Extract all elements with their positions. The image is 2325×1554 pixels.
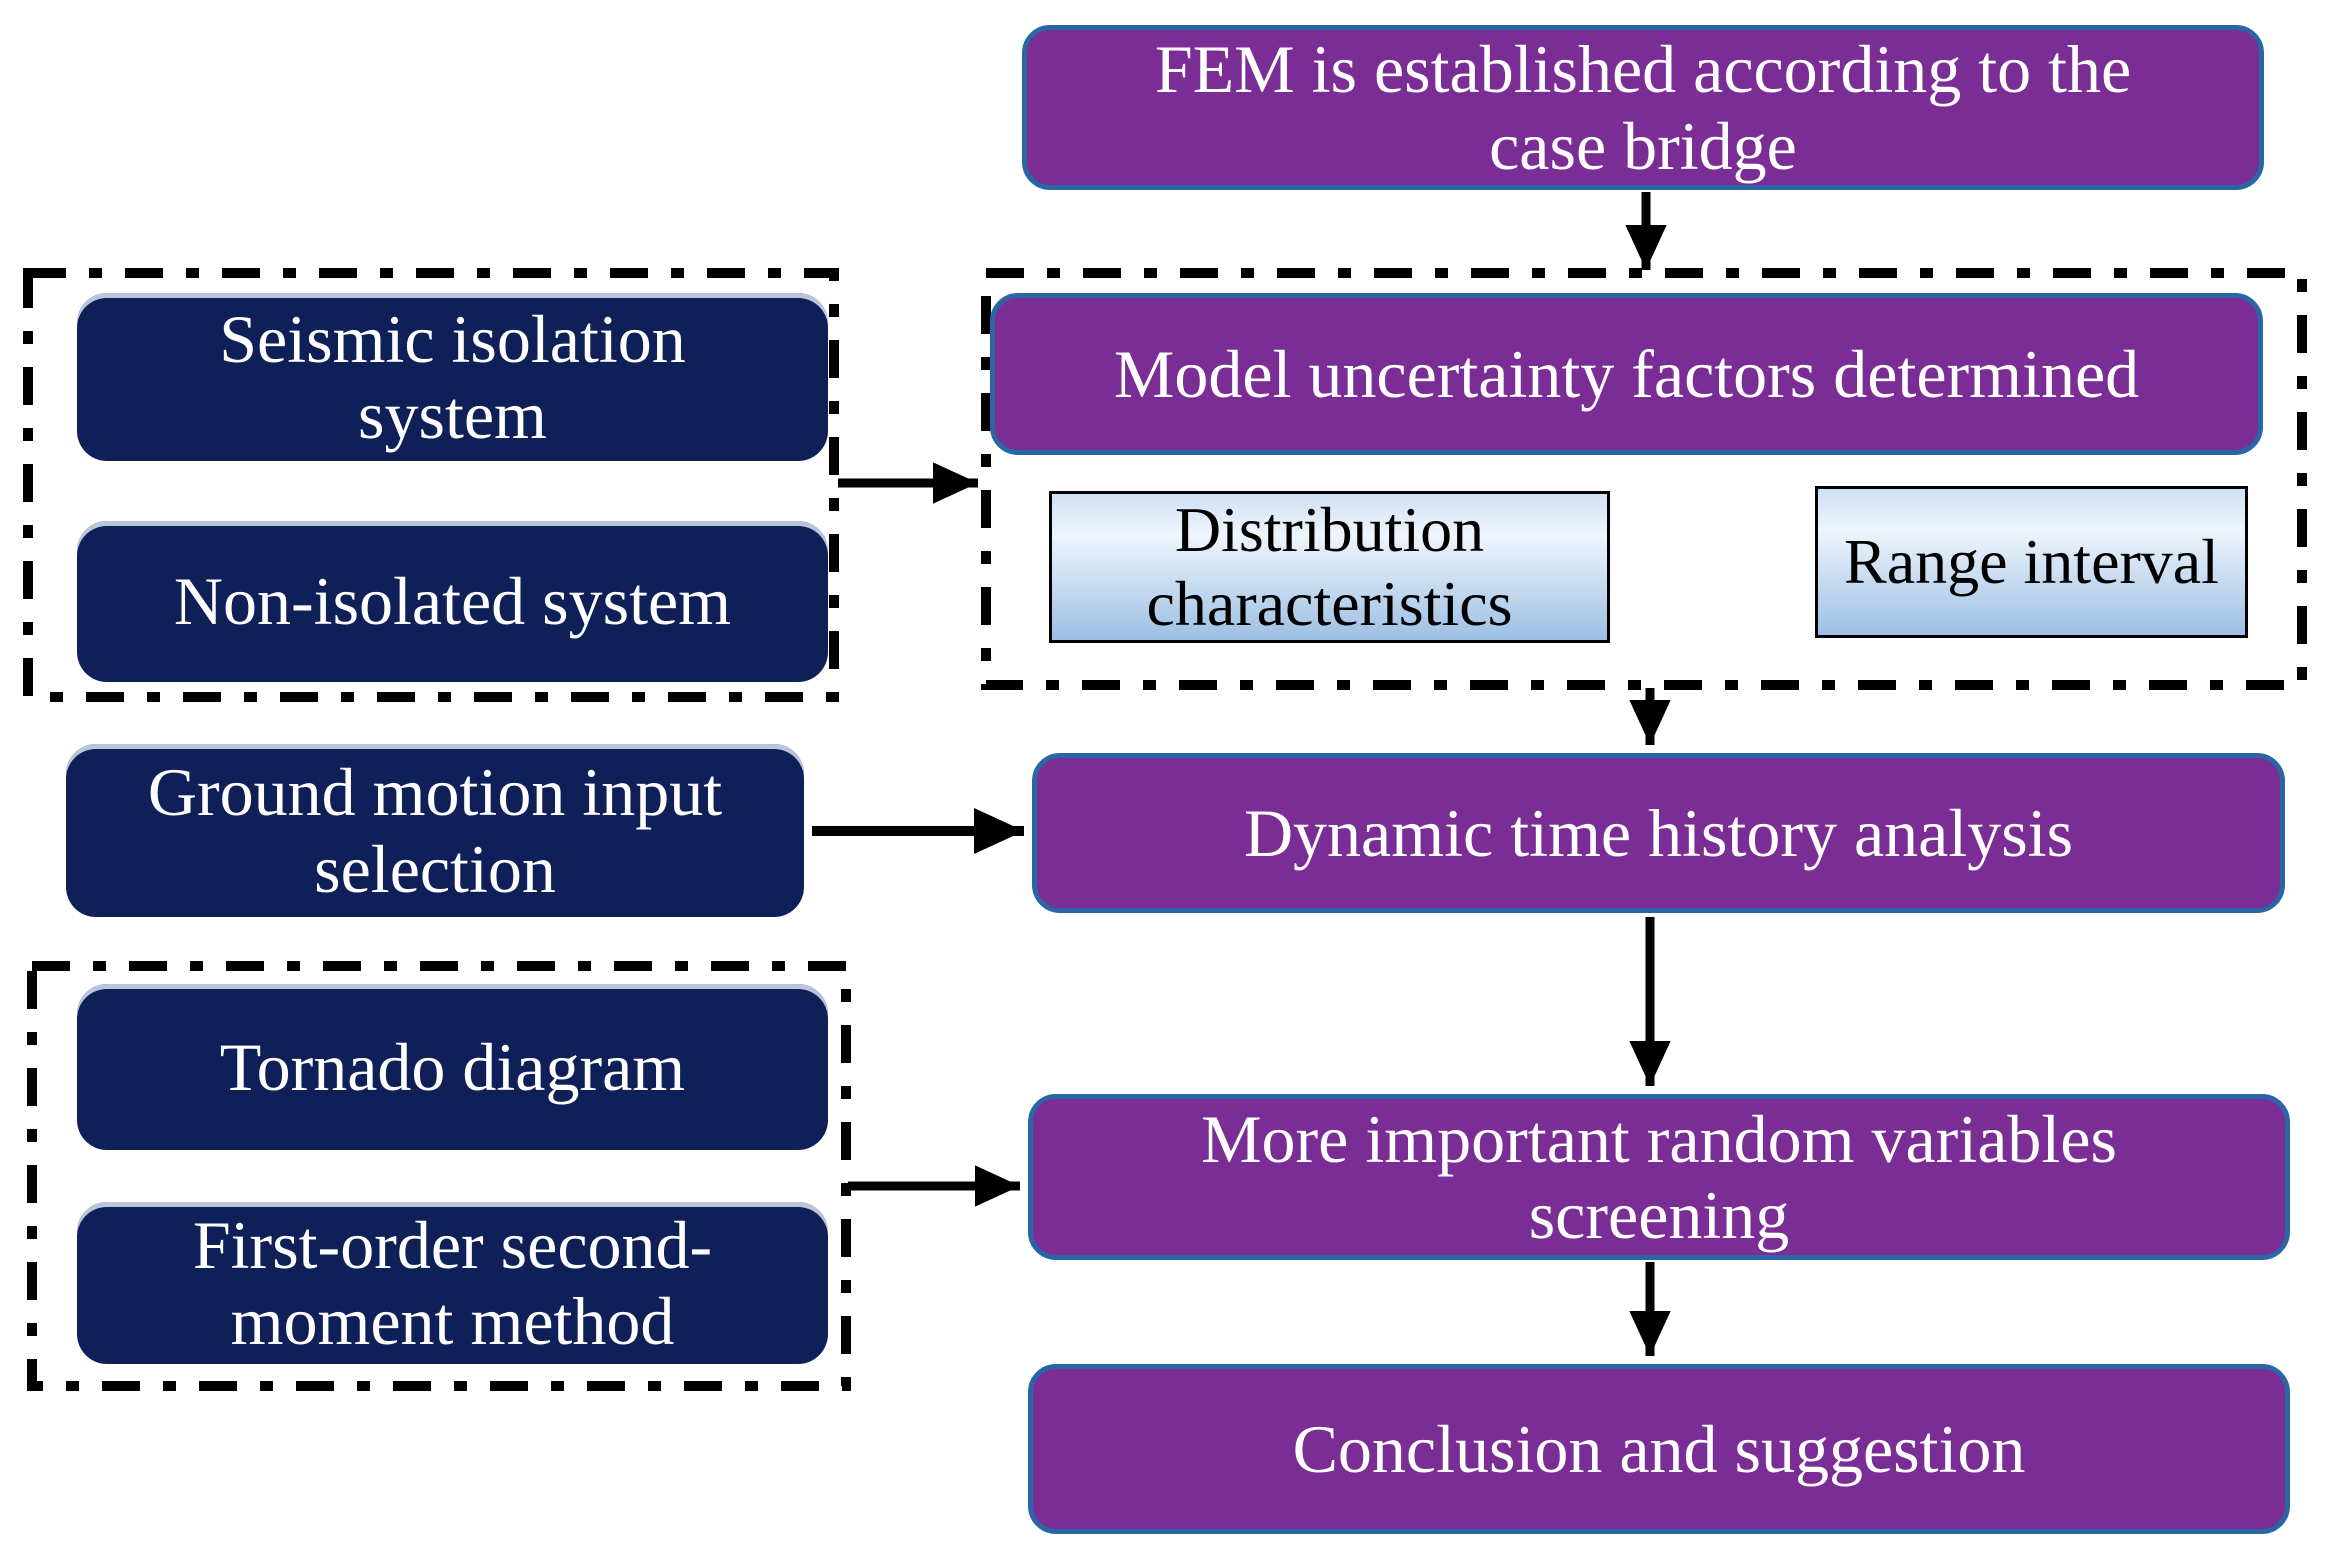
node-fem-established: FEM is established according to the case…: [1022, 25, 2264, 190]
systems-frame: [23, 268, 839, 702]
node-dynamic-time-history-analysis: Dynamic time history analysis: [1032, 753, 2285, 913]
methods-frame: [27, 961, 851, 1391]
node-random-variables-screening: More important random variables screenin…: [1028, 1094, 2290, 1260]
node-tornado-diagram: Tornado diagram: [77, 984, 828, 1150]
node-distribution-characteristics: Distribution characteristics: [1049, 491, 1610, 643]
node-ground-motion-input: Ground motion input selection: [66, 744, 804, 917]
node-non-isolated-system: Non-isolated system: [77, 521, 828, 682]
node-first-order-second-moment: First-order second- moment method: [77, 1202, 828, 1364]
node-conclusion-and-suggestion: Conclusion and suggestion: [1028, 1364, 2290, 1534]
node-model-uncertainty-factors: Model uncertainty factors determined: [990, 293, 2263, 455]
node-seismic-isolation-system: Seismic isolation system: [77, 293, 828, 461]
uncertainty-frame: [981, 268, 2307, 690]
node-range-interval: Range interval: [1815, 486, 2248, 638]
